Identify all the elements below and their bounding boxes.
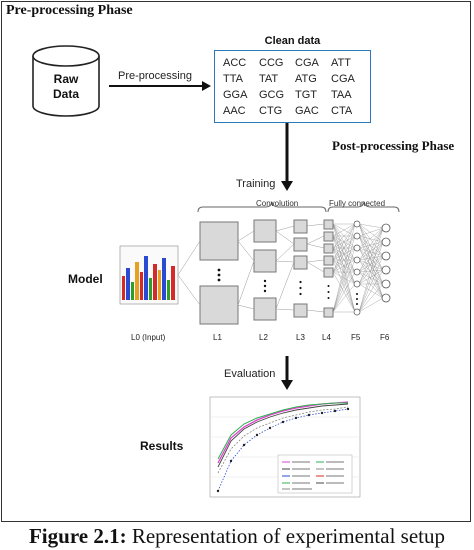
f6-node — [381, 237, 391, 247]
f6-node — [381, 265, 391, 275]
f6-node — [381, 251, 391, 261]
f5-ellipsis-dot — [356, 298, 358, 300]
sequence-codon: CCG — [259, 57, 284, 69]
layer-label-f6: F6 — [380, 333, 390, 342]
f5-node — [353, 220, 361, 228]
raw-data-cylinder-icon — [32, 45, 100, 117]
training-arrow — [281, 123, 293, 191]
sequence-codon: GGA — [223, 89, 248, 101]
input-sequence-logo — [119, 245, 179, 305]
raw-data-label-line2: Data — [52, 87, 79, 101]
f5-node — [353, 280, 361, 288]
evaluation-arrow — [281, 356, 293, 390]
sequence-codon: GCG — [259, 89, 285, 101]
sequence-codon: AAC — [223, 105, 246, 117]
layer-l1 — [199, 221, 239, 325]
convolution-label: Convolution — [256, 199, 298, 208]
layer-label-l2: L2 — [259, 333, 268, 342]
model-label: Model — [68, 272, 103, 286]
sequence-codon: TAT — [259, 73, 279, 85]
layer-label-f5: F5 — [351, 333, 361, 342]
clean-data-title: Clean data — [264, 35, 321, 47]
post-processing-phase-title: Post-processing Phase — [332, 138, 455, 153]
layer-label-l4: L4 — [322, 333, 331, 342]
figure-frame — [1, 1, 471, 522]
caption-prefix: Figure 2.1: — [28, 524, 127, 548]
sequence-codon: ATG — [295, 73, 317, 85]
f6-node — [381, 279, 391, 289]
f5-ellipsis-dot — [356, 293, 358, 295]
training-label: Training — [236, 178, 276, 190]
results-line-green — [217, 402, 348, 460]
results-line-black — [217, 403, 349, 468]
sequence-codon: CTA — [331, 105, 353, 117]
cnn-architecture-diagram: Convolution Fully connected — [119, 199, 400, 342]
f5-node — [353, 308, 361, 316]
clean-data-box: ACC CCG CGA ATT TTA TAT ATG CGA GGA GCG TGT TAA AAC C… — [214, 50, 371, 123]
layer-label-l0: L0 (Input) — [131, 333, 166, 342]
layer-l2 — [253, 219, 277, 321]
sequence-codon: ATT — [331, 57, 351, 69]
figure-caption: Figure 2.1: Representation of experiment… — [0, 524, 474, 549]
pre-processing-phase-title: Pre-processing Phase — [6, 3, 133, 18]
sequence-codon: TGT — [295, 89, 317, 101]
layer-label-l3: L3 — [296, 333, 305, 342]
results-line-blue — [217, 408, 349, 492]
results-line-dashed — [217, 406, 349, 474]
sequence-codon: TTA — [223, 73, 243, 85]
results-label: Results — [140, 439, 184, 453]
sequence-codon: GAC — [295, 105, 319, 117]
f5-node — [353, 256, 361, 264]
sequence-codon: TAA — [331, 89, 352, 101]
results-chart-thumbnail — [198, 393, 364, 509]
raw-data-label-line1: Raw — [53, 72, 79, 86]
dense-connections — [332, 223, 384, 313]
sequence-codon: ACC — [223, 57, 247, 69]
sequence-codon: CGA — [331, 73, 355, 85]
sequence-codon: CTG — [259, 105, 283, 117]
layer-f6 — [381, 223, 391, 303]
fully-connected-label: Fully connected — [329, 199, 385, 208]
f5-node — [353, 244, 361, 252]
f5-ellipsis-dot — [356, 303, 358, 305]
pre-processing-arrow-label: Pre-processing — [118, 70, 192, 82]
results-legend — [277, 454, 353, 494]
f6-node — [381, 223, 391, 233]
layer-label-l1: L1 — [213, 333, 222, 342]
caption-text: Representation of experimental setup — [126, 524, 445, 548]
evaluation-label: Evaluation — [224, 368, 276, 380]
sequence-grid: ACC CCG CGA ATT TTA TAT ATG CGA GGA GCG TGT TAA AAC C… — [223, 56, 367, 119]
conv-connections — [177, 223, 325, 313]
layer-f5 — [353, 220, 361, 316]
sequence-codon: CGA — [295, 57, 319, 69]
f5-node — [353, 232, 361, 240]
f6-node — [381, 293, 391, 303]
layer-l3 — [293, 219, 308, 318]
layer-l4 — [323, 219, 334, 318]
f5-node — [353, 268, 361, 276]
pre-processing-arrow — [109, 81, 211, 91]
